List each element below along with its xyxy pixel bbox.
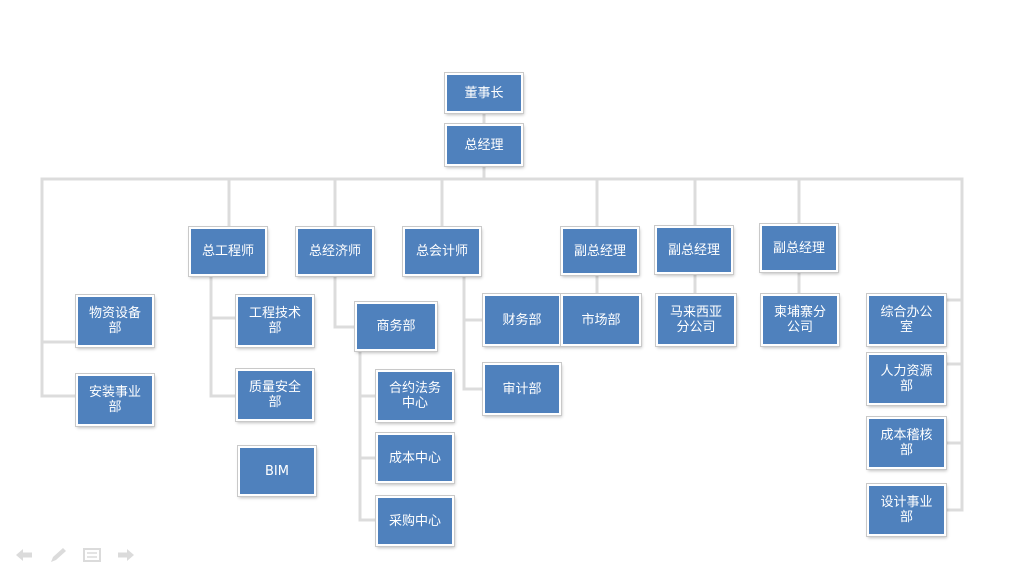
node-market-dept: 市场部 xyxy=(561,294,641,346)
node-design-dept: 设计事业 部 xyxy=(867,484,946,536)
node-cost-center: 成本中心 xyxy=(376,433,454,483)
node-chief-accountant: 总会计师 xyxy=(403,227,481,276)
node-malaysia-branch: 马来西亚 分公司 xyxy=(656,294,736,346)
arrow-left-icon[interactable] xyxy=(12,544,36,566)
slideshow-toolbar xyxy=(12,544,138,566)
node-audit-dept: 审计部 xyxy=(483,363,561,415)
slide-menu-icon[interactable] xyxy=(80,544,104,566)
node-quality-safety-dept: 质量安全 部 xyxy=(236,369,314,421)
node-finance-dept: 财务部 xyxy=(483,294,561,346)
node-cambodia-branch: 柬埔寨分 公司 xyxy=(761,294,839,346)
node-purchasing-center: 采购中心 xyxy=(376,496,454,546)
node-cost-audit-dept: 成本稽核 部 xyxy=(867,417,946,469)
node-vice-gm-1: 副总经理 xyxy=(561,227,639,275)
node-vice-gm-3: 副总经理 xyxy=(760,224,838,272)
node-business-dept: 商务部 xyxy=(355,302,437,351)
node-engineering-tech-dept: 工程技术 部 xyxy=(236,295,314,347)
node-chief-economist: 总经济师 xyxy=(296,227,374,276)
node-legal-center: 合约法务 中心 xyxy=(376,370,454,422)
node-materials-dept: 物资设备 部 xyxy=(76,295,154,347)
node-bim: BIM xyxy=(238,446,316,496)
node-general-office: 综合办公 室 xyxy=(867,294,946,346)
pen-icon[interactable] xyxy=(46,544,70,566)
node-vice-gm-2: 副总经理 xyxy=(655,226,733,274)
node-hr-dept: 人力资源 部 xyxy=(867,353,946,405)
node-general-manager: 总经理 xyxy=(445,124,523,166)
arrow-right-icon[interactable] xyxy=(114,544,138,566)
node-chief-engineer: 总工程师 xyxy=(189,227,267,276)
node-chairman: 董事长 xyxy=(445,73,523,113)
node-installation-dept: 安装事业 部 xyxy=(76,374,154,426)
